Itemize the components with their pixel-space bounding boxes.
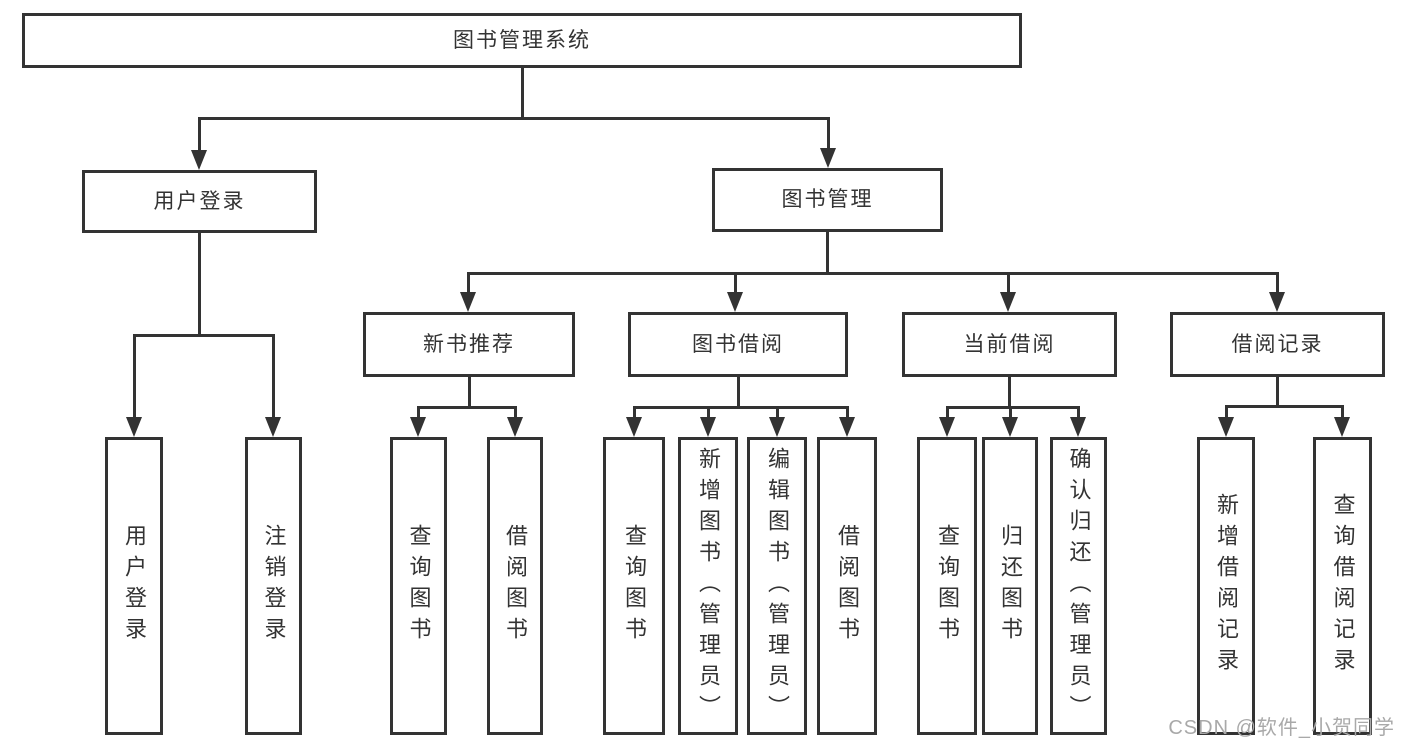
arrow-shaft — [632, 406, 636, 417]
node-label: 当前借阅 — [963, 332, 1056, 356]
node-label: 查询图书 — [622, 524, 647, 648]
node-leaf-borrow-books-1: 借阅图书 — [487, 437, 543, 735]
node-new-book-recommendation: 新书推荐 — [363, 312, 575, 377]
arrow-down-icon — [727, 292, 743, 312]
connector-segment — [1224, 404, 1344, 408]
arrow-shaft — [775, 406, 779, 417]
node-label: 新增图书（管理员） — [696, 446, 721, 726]
node-label: 图书借阅 — [692, 332, 784, 356]
node-leaf-query-books-2: 查询图书 — [603, 437, 665, 735]
arrow-down-icon — [1000, 292, 1016, 312]
node-label: 归还图书 — [998, 524, 1023, 648]
arrow-shaft — [1340, 405, 1344, 417]
arrow-down-icon — [839, 417, 855, 437]
arrow-shaft — [706, 406, 710, 417]
node-label: 注销登录 — [261, 524, 287, 648]
node-leaf-query-books-1: 查询图书 — [390, 437, 447, 735]
arrow-down-icon — [700, 417, 716, 437]
arrow-shaft — [1006, 272, 1010, 292]
arrow-shaft — [845, 406, 849, 417]
arrow-shaft — [513, 406, 517, 417]
node-leaf-query-books-3: 查询图书 — [917, 437, 977, 735]
arrow-shaft — [416, 406, 420, 417]
arrow-down-icon — [126, 417, 142, 437]
connector-segment — [416, 405, 517, 409]
node-leaf-user-login: 用户登录 — [105, 437, 163, 735]
node-current-borrowing: 当前借阅 — [902, 312, 1117, 377]
arrow-shaft — [945, 406, 949, 417]
arrow-shaft — [466, 272, 470, 292]
arrow-down-icon — [460, 292, 476, 312]
node-leaf-add-borrow-record: 新增借阅记录 — [1197, 437, 1255, 735]
arrow-shaft — [271, 334, 275, 417]
arrow-down-icon — [191, 150, 207, 170]
node-label: 图书管理系统 — [453, 28, 591, 52]
arrow-shaft — [1224, 405, 1228, 417]
node-book-management: 图书管理 — [712, 168, 943, 232]
node-user-login: 用户登录 — [82, 170, 317, 233]
arrow-shaft — [1008, 406, 1012, 417]
node-label: 图书管理 — [781, 188, 874, 212]
arrow-down-icon — [410, 417, 426, 437]
connector-segment — [736, 377, 740, 409]
node-leaf-logout: 注销登录 — [245, 437, 302, 735]
connector-segment — [1275, 377, 1279, 408]
node-borrowing-records: 借阅记录 — [1170, 312, 1385, 377]
node-label: 编辑图书（管理员） — [765, 446, 790, 726]
arrow-down-icon — [1218, 417, 1234, 437]
connector-segment — [197, 116, 830, 120]
connector-segment — [945, 405, 1080, 409]
node-label: 借阅图书 — [503, 524, 528, 648]
node-root: 图书管理系统 — [22, 13, 1022, 68]
arrow-shaft — [132, 334, 136, 417]
node-label: 借阅图书 — [835, 524, 860, 648]
connector-segment — [1007, 377, 1011, 409]
arrow-down-icon — [769, 417, 785, 437]
node-leaf-return-books: 归还图书 — [982, 437, 1038, 735]
node-label: 用户登录 — [122, 524, 147, 648]
arrow-down-icon — [1334, 417, 1350, 437]
arrow-shaft — [1275, 272, 1279, 292]
arrow-down-icon — [820, 148, 836, 168]
arrow-down-icon — [626, 417, 642, 437]
connector-segment — [632, 405, 849, 409]
node-label: 借阅记录 — [1231, 332, 1324, 356]
arrow-shaft — [733, 272, 737, 292]
arrow-shaft — [826, 117, 830, 148]
arrow-down-icon — [1269, 292, 1285, 312]
connector-segment — [467, 377, 471, 409]
arrow-shaft — [1076, 406, 1080, 417]
connector-segment — [825, 232, 829, 275]
arrow-down-icon — [507, 417, 523, 437]
node-leaf-borrow-books-2: 借阅图书 — [817, 437, 877, 735]
node-label: 新书推荐 — [423, 332, 515, 356]
arrow-down-icon — [265, 417, 281, 437]
connector-segment — [520, 68, 524, 120]
node-label: 确认归还（管理员） — [1066, 446, 1092, 726]
node-leaf-add-books: 新增图书（管理员） — [678, 437, 738, 735]
connector-segment — [132, 333, 275, 337]
node-leaf-edit-books: 编辑图书（管理员） — [747, 437, 807, 735]
node-label: 用户登录 — [153, 189, 246, 213]
node-label: 查询图书 — [406, 524, 432, 648]
node-label: 查询借阅记录 — [1330, 493, 1356, 679]
node-label: 新增借阅记录 — [1214, 493, 1239, 679]
node-leaf-confirm-return: 确认归还（管理员） — [1050, 437, 1107, 735]
arrow-down-icon — [939, 417, 955, 437]
node-book-borrowing: 图书借阅 — [628, 312, 848, 377]
arrow-down-icon — [1002, 417, 1018, 437]
connector-segment — [466, 271, 1279, 275]
node-leaf-query-borrow-record: 查询借阅记录 — [1313, 437, 1372, 735]
arrow-shaft — [197, 117, 201, 150]
connector-segment — [197, 233, 201, 337]
arrow-down-icon — [1070, 417, 1086, 437]
node-label: 查询图书 — [935, 524, 960, 648]
